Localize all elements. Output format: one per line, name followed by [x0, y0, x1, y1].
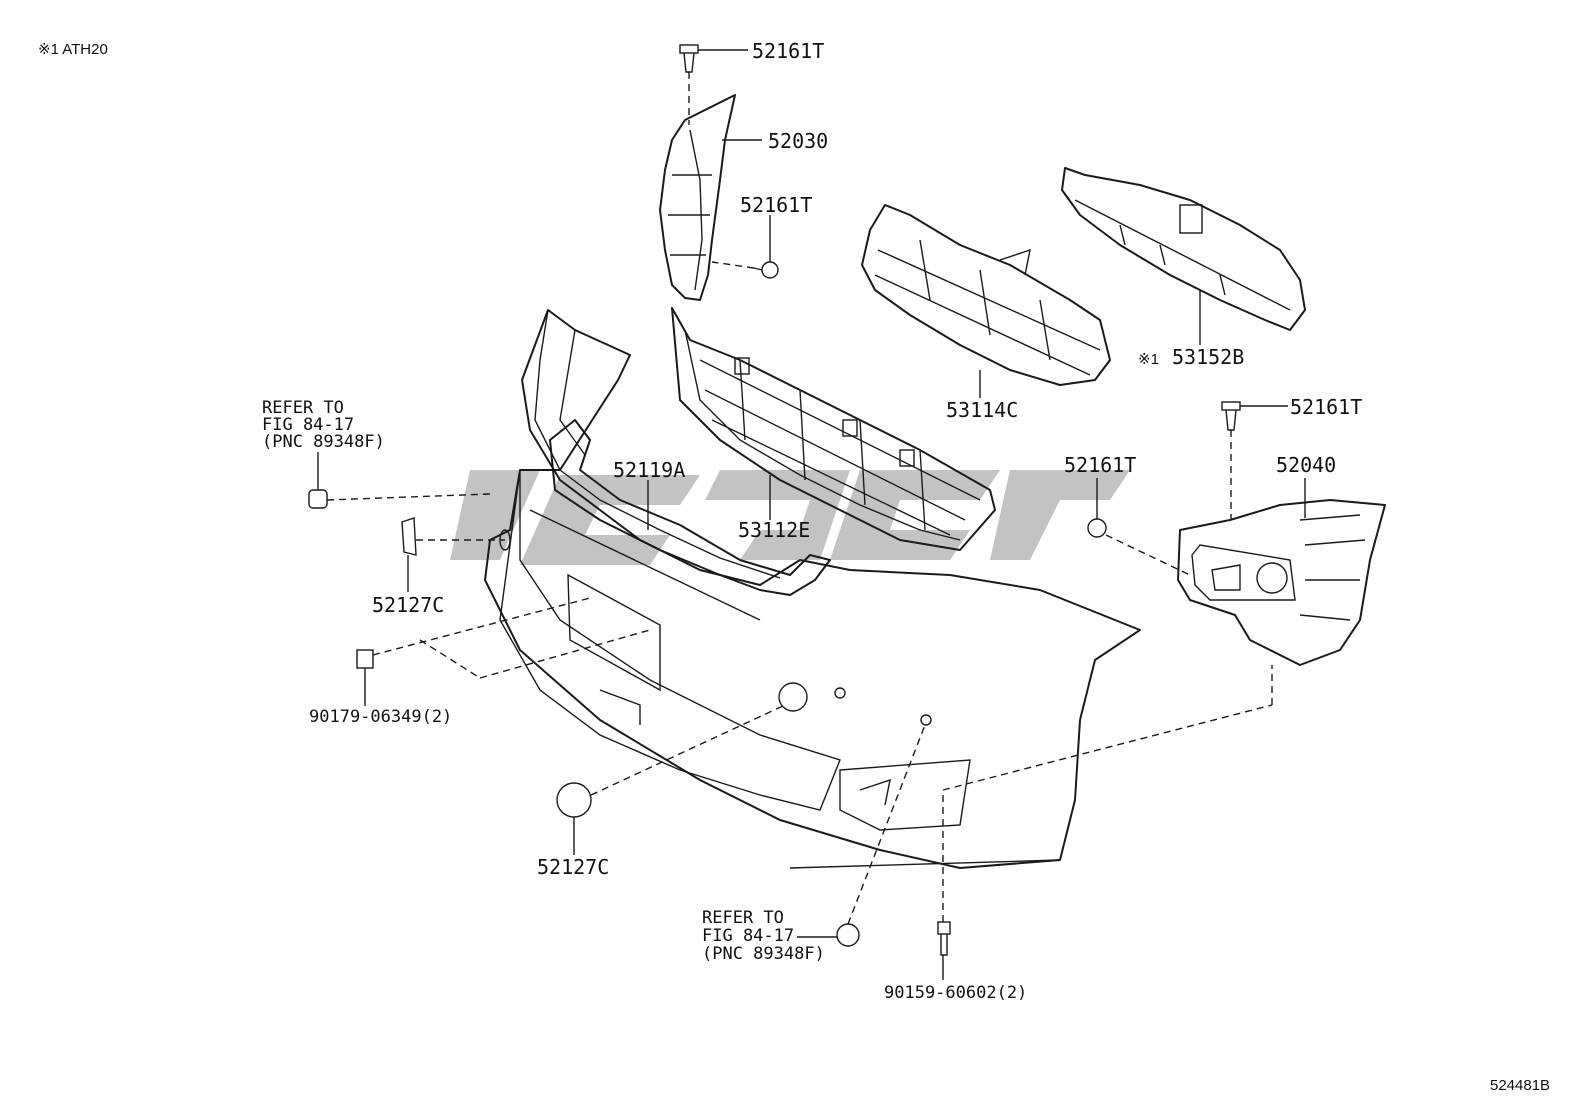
grommet-bottom [836, 923, 860, 947]
part-53112e [671, 307, 996, 551]
label-52030: 52030 [768, 129, 828, 153]
model-note: ※1 ATH20 [38, 41, 108, 58]
label-52040: 52040 [1276, 453, 1336, 477]
part-53114c [861, 204, 1111, 386]
bolt-90159 [937, 921, 951, 956]
label-53152b: 53152B [1172, 345, 1244, 369]
label-90179: 90179-06349(2) [309, 707, 452, 727]
cap-52127c-bottom [556, 782, 592, 818]
part-52119a [549, 419, 831, 596]
refer-bottom-line1: REFER TO [702, 908, 784, 928]
label-52127c-left: 52127C [372, 593, 444, 617]
label-53152b-mark: ※1 [1138, 351, 1159, 368]
label-52161t-center: 52161T [1064, 453, 1136, 477]
nut-90179 [356, 649, 374, 669]
grommet-left [308, 489, 328, 509]
dashed-assembly-lines [326, 72, 1273, 925]
leader-lines [317, 49, 1306, 980]
clip-52161t-top [679, 44, 699, 73]
label-52161t-right: 52161T [1290, 395, 1362, 419]
part-52030 [659, 94, 736, 301]
clip-52161t-mid [753, 261, 779, 279]
cover-52127c-left [401, 517, 417, 556]
label-52119a: 52119A [613, 458, 685, 482]
refer-left-line1: REFER TO [262, 398, 344, 418]
refer-bottom-line3: (PNC 89348F) [702, 944, 825, 964]
label-52161t-top: 52161T [752, 39, 824, 63]
clip-52161t-center [1087, 518, 1107, 538]
refer-note-bottom: REFER TO FIG 84-17 (PNC 89348F) [702, 908, 825, 964]
label-53114c: 53114C [946, 398, 1018, 422]
refer-note-left: REFER TO FIG 84-17 (PNC 89348F) [262, 398, 385, 452]
part-53152b [1061, 167, 1306, 331]
clip-52161t-right [1221, 401, 1241, 431]
refer-left-line3: (PNC 89348F) [262, 432, 385, 452]
refer-left-line2: FIG 84-17 [262, 415, 354, 435]
label-52127c-bottom: 52127C [537, 855, 609, 879]
watermark-logo [450, 470, 1130, 565]
figure-id: 524481B [1490, 1077, 1550, 1094]
label-90159: 90159-60602(2) [884, 983, 1027, 1003]
label-52161t-mid: 52161T [740, 193, 812, 217]
label-53112e: 53112E [738, 518, 810, 542]
bumper-cover [484, 309, 1141, 869]
refer-bottom-line2: FIG 84-17 [702, 926, 794, 946]
part-52040 [1177, 499, 1386, 666]
